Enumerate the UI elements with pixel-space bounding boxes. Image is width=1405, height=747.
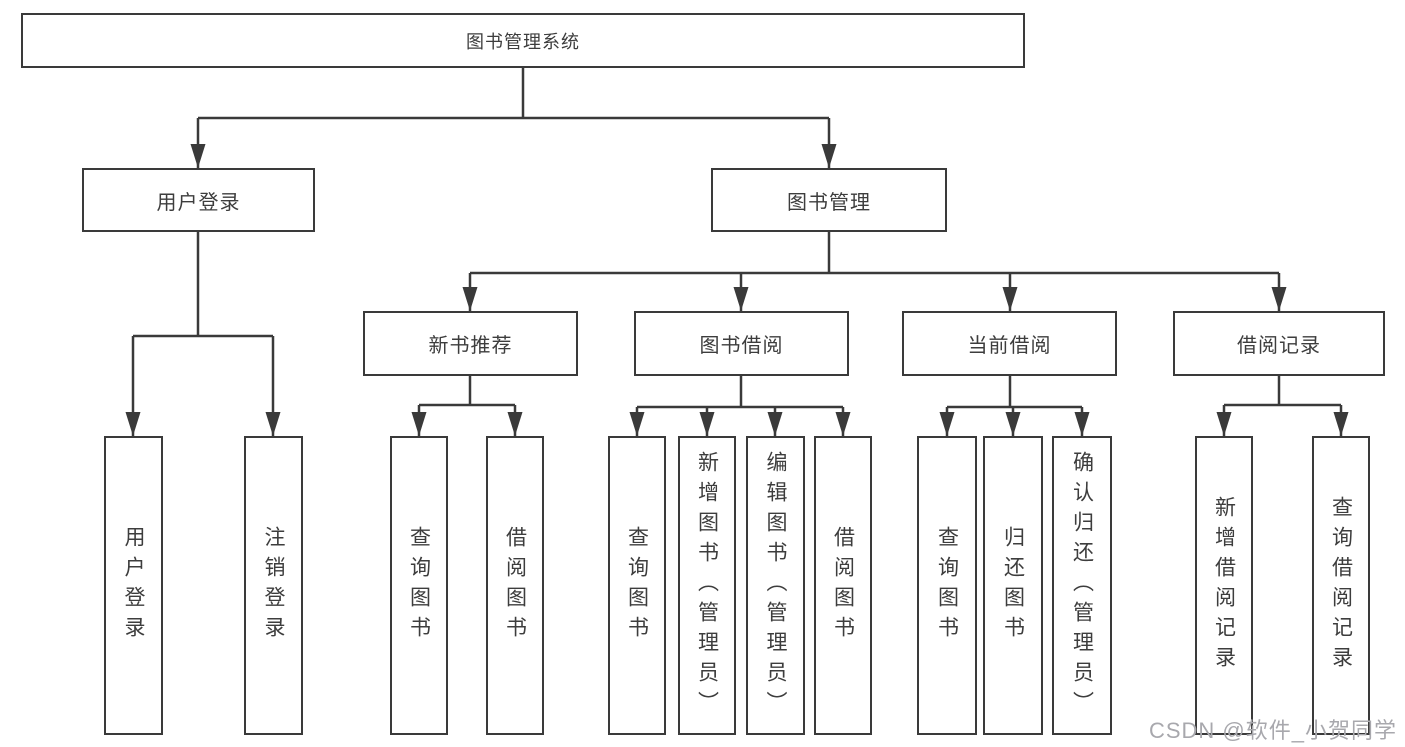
leaf-borrowing-edit-books-admin: 编辑图书（管理员） (746, 436, 805, 735)
leaf-newbook-borrow-books: 借阅图书 (486, 436, 544, 735)
leaf-newbook-borrow-books-label: 借阅图书 (503, 525, 527, 646)
leaf-user-login: 用户登录 (104, 436, 163, 735)
leaf-user-login-label: 用户登录 (122, 525, 145, 646)
leaf-current-query-books-label: 查询图书 (935, 525, 959, 646)
leaf-records-query-record-label: 查询借阅记录 (1329, 495, 1353, 676)
node-current-borrowing-label: 当前借阅 (967, 335, 1052, 357)
leaf-borrowing-add-books-admin-label: 新增图书（管理员） (695, 450, 719, 721)
leaf-borrowing-query-books: 查询图书 (608, 436, 666, 735)
node-root-label: 图书管理系统 (466, 31, 580, 52)
node-book-management-label: 图书管理 (787, 191, 871, 214)
node-current-borrowing: 当前借阅 (902, 311, 1117, 376)
node-borrow-records: 借阅记录 (1173, 311, 1385, 376)
leaf-logout: 注销登录 (244, 436, 303, 735)
leaf-borrowing-borrow-books: 借阅图书 (814, 436, 872, 735)
csdn-watermark: CSDN @软件_小贺同学 (1148, 718, 1397, 743)
node-book-borrowing: 图书借阅 (634, 311, 849, 376)
node-book-management: 图书管理 (711, 168, 947, 232)
node-user-login: 用户登录 (82, 168, 315, 232)
leaf-records-query-record: 查询借阅记录 (1312, 436, 1370, 735)
leaf-current-query-books: 查询图书 (917, 436, 977, 735)
leaf-borrowing-add-books-admin: 新增图书（管理员） (678, 436, 736, 735)
leaf-current-confirm-return-admin: 确认归还（管理员） (1052, 436, 1112, 735)
node-borrow-records-label: 借阅记录 (1237, 335, 1321, 357)
node-book-borrowing-label: 图书借阅 (699, 335, 784, 357)
leaf-newbook-query-books: 查询图书 (390, 436, 448, 735)
node-root: 图书管理系统 (21, 13, 1025, 68)
leaf-current-confirm-return-admin-label: 确认归还（管理员） (1070, 450, 1094, 721)
leaf-borrowing-edit-books-admin-label: 编辑图书（管理员） (764, 450, 787, 721)
leaf-records-add-record-label: 新增借阅记录 (1212, 495, 1236, 676)
leaf-borrowing-query-books-label: 查询图书 (625, 525, 649, 646)
leaf-borrowing-borrow-books-label: 借阅图书 (831, 525, 855, 646)
leaf-logout-label: 注销登录 (262, 525, 285, 646)
node-user-login-label: 用户登录 (156, 191, 241, 214)
leaf-records-add-record: 新增借阅记录 (1195, 436, 1253, 735)
node-new-book-recommend: 新书推荐 (363, 311, 578, 376)
leaf-current-return-books: 归还图书 (983, 436, 1043, 735)
node-new-book-recommend-label: 新书推荐 (428, 335, 513, 357)
leaf-newbook-query-books-label: 查询图书 (407, 525, 431, 646)
leaf-current-return-books-label: 归还图书 (1001, 525, 1025, 646)
